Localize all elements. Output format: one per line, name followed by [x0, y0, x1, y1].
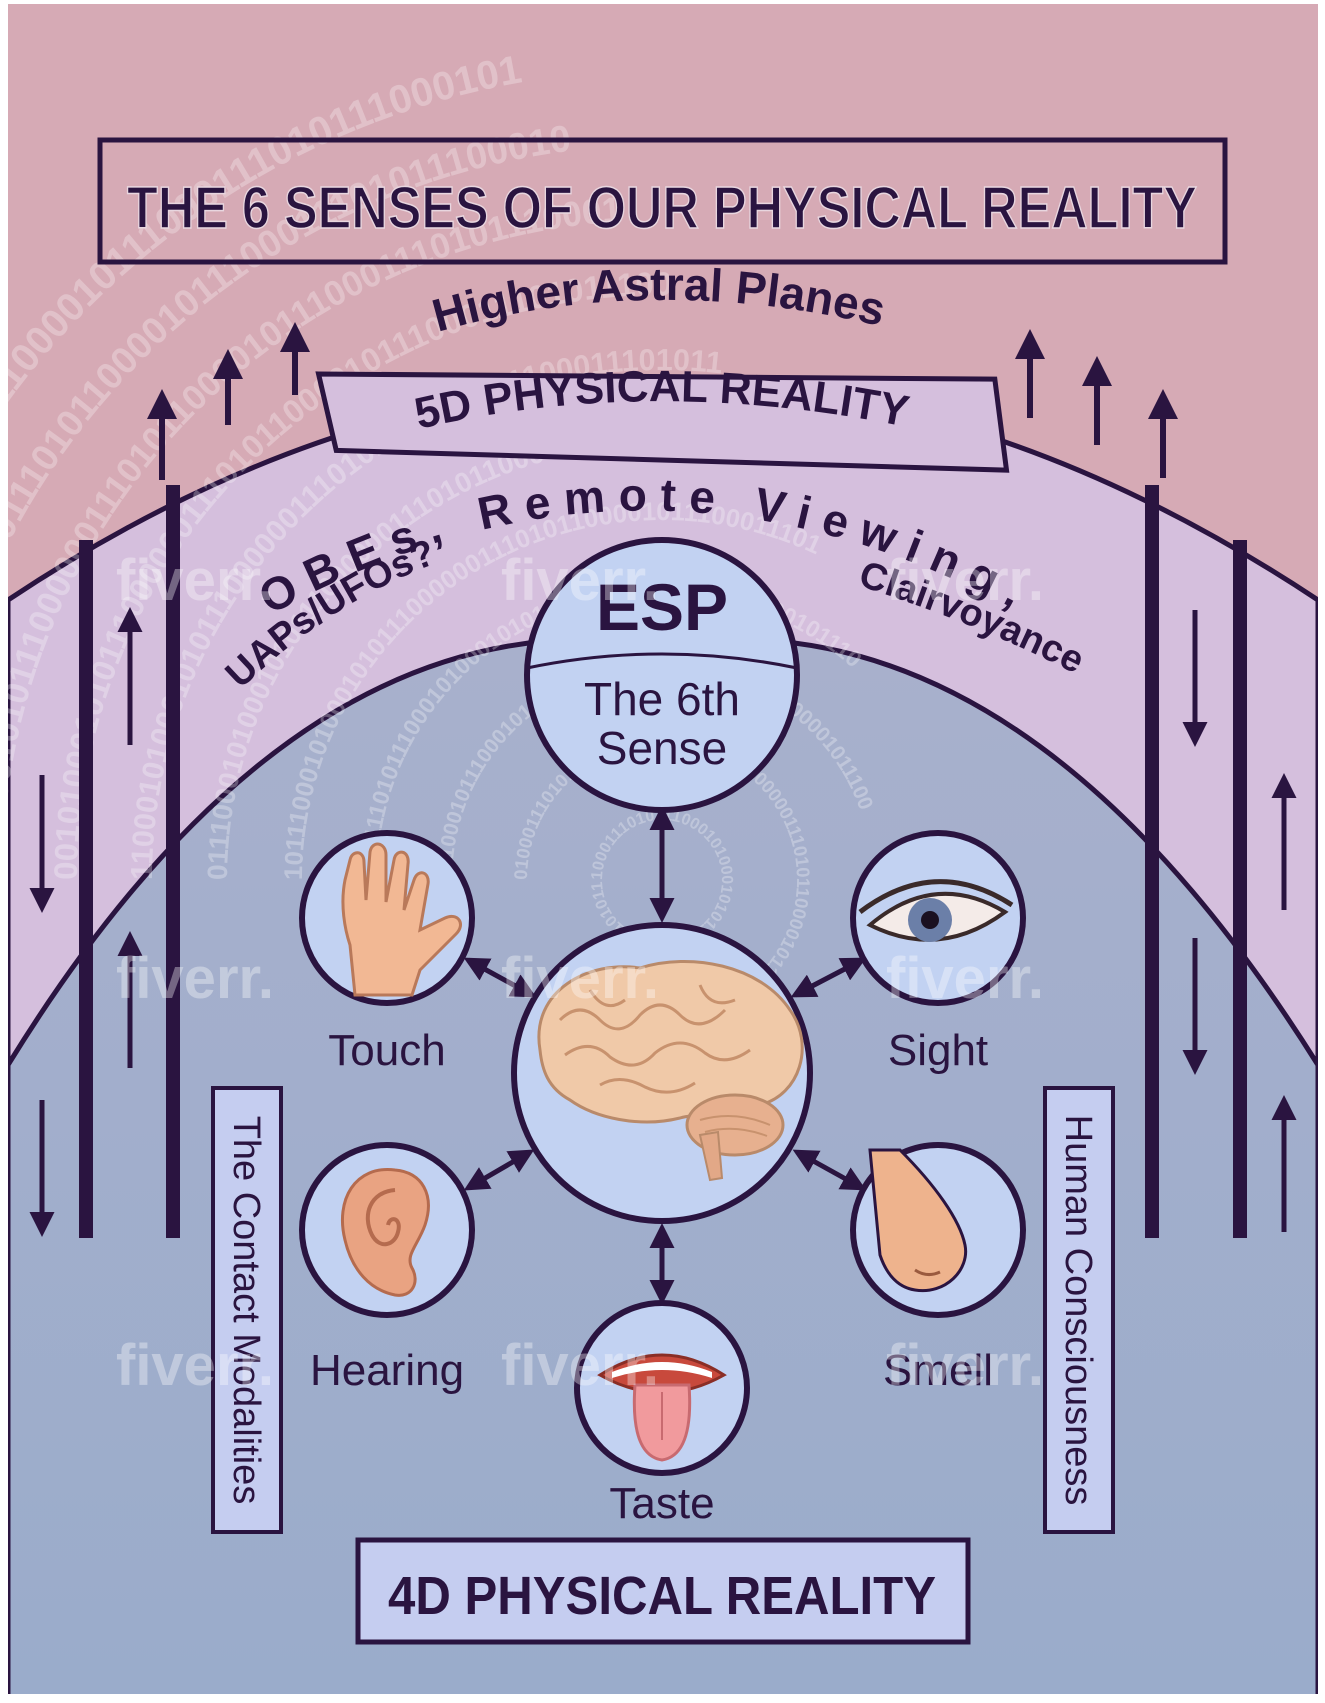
esp-line2: Sense	[597, 722, 727, 774]
taste-label: Taste	[609, 1479, 714, 1528]
watermark-text: fiverr.	[116, 946, 274, 1011]
title-banner: THE 6 SENSES OF OUR PHYSICAL REALITY	[97, 137, 1228, 265]
taste-sense: Taste	[574, 1300, 750, 1528]
eye-icon	[858, 879, 1014, 942]
4d-reality-label: 4D PHYSICAL REALITY	[355, 1537, 971, 1645]
hearing-sense: Hearing	[299, 1142, 475, 1395]
side-flow-arrows	[29, 607, 1297, 1237]
connector-touch	[463, 957, 537, 998]
brain-circle	[511, 922, 813, 1224]
contact-modalities-panel: The Contact Modalities	[211, 1086, 283, 1534]
watermark-text: fiverr.	[501, 946, 659, 1011]
esp-divider	[526, 652, 798, 670]
title-frame	[97, 137, 1228, 265]
human-consciousness-panel: Human Consciousness	[1043, 1086, 1115, 1534]
watermark-text: fiverr.	[886, 548, 1044, 613]
watermark-text: fiverr.	[501, 548, 659, 613]
watermark-text: fiverr.	[886, 1333, 1044, 1398]
sight-label: Sight	[888, 1026, 988, 1075]
watermark-text: fiverr.	[116, 1333, 274, 1398]
touch-sense: Touch	[299, 830, 475, 1075]
ear-icon	[340, 1168, 430, 1297]
contact-modalities-text: The Contact Modalities	[225, 1116, 267, 1505]
hand-icon	[341, 842, 462, 997]
watermark-text: fiverr.	[116, 548, 274, 613]
watermark-text: fiverr.	[501, 1333, 659, 1398]
smell-label: Smell	[883, 1346, 993, 1395]
4d-frame	[355, 1537, 971, 1645]
sense-connectors	[463, 805, 867, 1305]
brain-icon	[537, 959, 804, 1182]
connector-smell	[792, 1149, 867, 1191]
esp-line1: The 6th	[584, 673, 740, 725]
watermark-layer: fiverr. fiverr. fiverr. fiverr. fiverr. fiver…	[116, 548, 1044, 1398]
esp-circle	[524, 537, 800, 813]
sight-sense: Sight	[850, 830, 1026, 1075]
smell-sense: Smell	[850, 1142, 1026, 1395]
5d-reality-label	[315, 371, 1010, 473]
human-consciousness-frame	[1043, 1086, 1115, 1534]
vertical-pillars	[79, 485, 1247, 1238]
human-consciousness-text: Human Consciousness	[1057, 1115, 1099, 1506]
mouth-icon	[597, 1353, 727, 1462]
esp-title: ESP	[596, 570, 728, 644]
esp-sixth-sense-circle: ESP The 6th Sense	[524, 537, 800, 813]
connector-hearing	[463, 1149, 535, 1191]
title-text: THE 6 SENSES OF OUR PHYSICAL REALITY	[127, 175, 1197, 241]
touch-label: Touch	[328, 1026, 445, 1075]
hearing-label: Hearing	[310, 1346, 464, 1395]
4d-reality-text: 4D PHYSICAL REALITY	[388, 1566, 936, 1626]
nose-icon	[868, 1148, 968, 1293]
contact-modalities-frame	[211, 1086, 283, 1534]
connector-sight	[790, 957, 867, 998]
ascension-arrows	[147, 322, 1178, 480]
watermark-text: fiverr.	[886, 946, 1044, 1011]
5d-frame	[315, 371, 1010, 473]
